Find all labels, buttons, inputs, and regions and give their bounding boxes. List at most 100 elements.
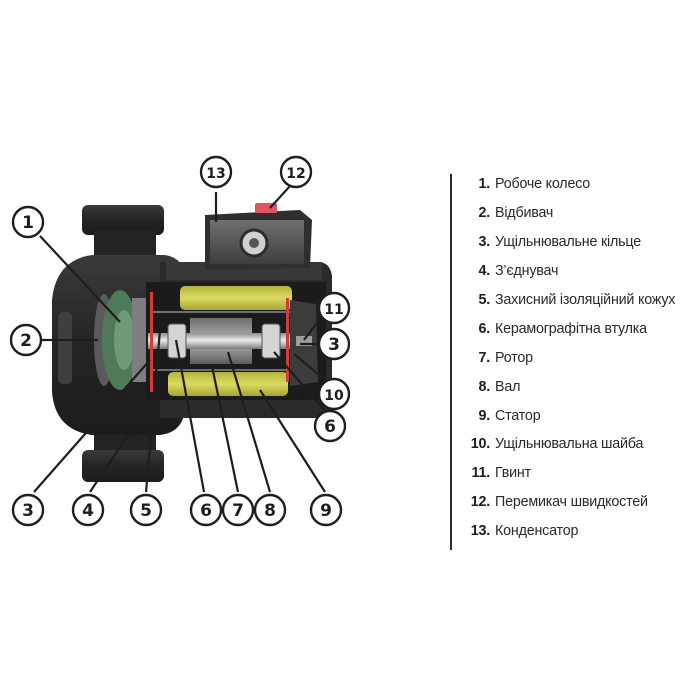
control-box <box>205 203 312 270</box>
capacitor-knob-center <box>249 238 259 248</box>
leader-12 <box>269 185 291 209</box>
callout-10-text: 10 <box>324 388 344 404</box>
legend-item-number: 2. <box>478 205 490 222</box>
legend-item-label: Відбивач <box>495 205 554 222</box>
legend-item-number: 13. <box>470 523 490 540</box>
callout-6a-text: 6 <box>200 501 212 521</box>
callout-13-text: 13 <box>206 166 225 182</box>
legend-item-number: 5. <box>478 292 490 308</box>
stator-bottom <box>168 372 288 396</box>
bushing-right <box>261 323 281 359</box>
legend-item-number: 3. <box>478 234 490 251</box>
leader-11 <box>303 315 323 341</box>
legend-item: 10. Ущільнювальна шайба <box>462 430 698 459</box>
callout-10: 10 <box>317 377 351 411</box>
callout-8-text: 8 <box>264 501 276 521</box>
seal-ring-left <box>150 292 153 392</box>
legend-item: 13. Конденсатор <box>462 517 698 546</box>
legend-item-label: Захисний ізоляційний кожух <box>495 292 676 308</box>
callout-9: 9 <box>309 493 343 527</box>
leader-4 <box>89 401 151 493</box>
legend-item-label: Конденсатор <box>495 523 579 540</box>
legend-item-label: Вал <box>495 378 521 395</box>
impeller-assembly <box>94 290 146 390</box>
legend-item: 1. Робоче колесо <box>462 170 698 199</box>
callout-7-text: 7 <box>232 501 244 521</box>
bottom-flange <box>82 450 164 482</box>
legend-item-label: Ущільнювальне кільце <box>495 234 641 251</box>
legend-item: 8. Вал <box>462 372 698 401</box>
cutaway-interior <box>146 282 326 400</box>
seal-ring-right <box>286 298 289 382</box>
legend-item-label: Гвинт <box>495 465 531 482</box>
legend-item-number: 6. <box>478 320 490 337</box>
legend-item-number: 7. <box>478 349 490 366</box>
stator-top <box>180 286 292 310</box>
callout-6b: 6 <box>313 409 347 443</box>
callout-3a: 3 <box>11 493 45 527</box>
legend-item-number: 4. <box>478 263 490 280</box>
legend-item-label: Перемикач швидкостей <box>495 494 648 511</box>
callout-6a: 6 <box>189 493 223 527</box>
callout-4-text: 4 <box>82 501 94 521</box>
legend-item-label: Робоче колесо <box>495 176 591 193</box>
impeller-hub <box>114 310 134 370</box>
legend-item-number: 8. <box>478 378 490 395</box>
callout-11-text: 11 <box>324 302 343 318</box>
leader-6b <box>273 351 327 413</box>
legend-item: 12. Перемикач швидкостей <box>462 488 698 517</box>
callout-3a-text: 3 <box>22 501 34 521</box>
callout-2-text: 2 <box>20 331 32 351</box>
parts-legend: 1. Робоче колесо 2. Відбивач 3. Ущільнюв… <box>462 170 698 546</box>
leader-10 <box>293 353 331 385</box>
leader-5 <box>144 329 162 493</box>
legend-item: 2. Відбивач <box>462 199 698 228</box>
legend-item: 9. Статор <box>462 401 698 430</box>
callout-5-text: 5 <box>140 501 152 521</box>
leader-3a <box>33 359 151 493</box>
screw <box>296 336 312 346</box>
leader-1 <box>39 235 121 323</box>
legend-item-label: Статор <box>495 407 541 424</box>
legend-item-label: Керамографітна втулка <box>495 320 647 337</box>
legend-divider <box>450 174 452 550</box>
legend-item-label: Ротор <box>495 349 533 366</box>
callout-7: 7 <box>221 493 255 527</box>
legend-item-number: 10. <box>470 436 490 453</box>
legend-item-number: 1. <box>478 176 490 193</box>
leader-6a <box>174 339 206 493</box>
legend-item: 6. Керамографітна втулка <box>462 314 698 343</box>
legend-item-number: 11. <box>471 465 491 482</box>
legend-item: 5. Захисний ізоляційний кожух <box>462 286 698 315</box>
legend-item-label: Ущільнювальна шайба <box>495 436 644 453</box>
callout-3b-text: 3 <box>328 335 340 355</box>
leader-lines <box>33 185 331 493</box>
impeller-vanes <box>132 298 146 382</box>
top-flange <box>82 205 164 235</box>
callout-11: 11 <box>317 291 351 325</box>
legend-item-number: 12. <box>470 494 490 511</box>
pump-cutaway-diagram: 1 2 3 4 5 6 7 8 <box>9 155 351 527</box>
callout-1-text: 1 <box>22 213 34 233</box>
legend-item: 3. Ущільнювальне кільце <box>462 228 698 257</box>
callout-13: 13 <box>199 155 233 189</box>
legend-item: 4. З’єднувач <box>462 257 698 286</box>
leader-9 <box>259 389 326 493</box>
callouts: 1 2 3 4 5 6 7 8 <box>9 155 351 527</box>
callout-9-text: 9 <box>320 501 332 521</box>
callout-12: 12 <box>279 155 313 189</box>
legend-item-number: 9. <box>478 407 490 424</box>
leader-7 <box>210 365 240 493</box>
callout-12-text: 12 <box>286 166 305 182</box>
legend-item: 7. Ротор <box>462 343 698 372</box>
legend-item-label: З’єднувач <box>495 263 559 280</box>
callout-2: 2 <box>9 323 43 357</box>
callout-4: 4 <box>71 493 105 527</box>
callout-3b: 3 <box>317 327 351 361</box>
callout-8: 8 <box>253 493 287 527</box>
callout-1: 1 <box>11 205 45 239</box>
legend-item: 11. Гвинт <box>462 459 698 488</box>
volute-ridge <box>58 312 72 384</box>
callout-5: 5 <box>129 493 163 527</box>
callout-6b-text: 6 <box>324 417 336 437</box>
